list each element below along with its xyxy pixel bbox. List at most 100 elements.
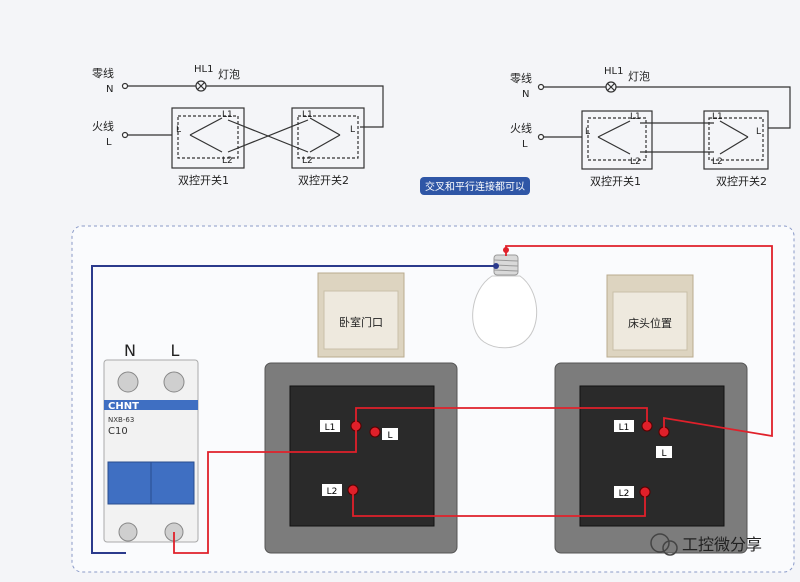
switch-plate-2-module [579, 385, 725, 527]
switch1-terminal-1: L1 [630, 112, 641, 122]
switch2-caption: 双控开关2 [298, 173, 349, 187]
live-label: 火线 [510, 121, 532, 135]
switch2-inner [297, 115, 359, 159]
switch-plate-1-terminal-1: L1 [325, 423, 336, 433]
wechat-icon [650, 533, 670, 553]
switch-plate-1-terminal-2: L2 [327, 487, 338, 497]
neutral-terminal [121, 82, 129, 90]
switch-plate-2-terminal-2: L2 [619, 489, 630, 499]
plate-label-2-inner [612, 291, 688, 351]
note-badge: 交叉和平行连接都可以 [420, 177, 530, 195]
live-terminal [537, 133, 545, 141]
lamp-neutral-terminal [493, 263, 499, 269]
switch1-terminal-2: L2 [630, 157, 641, 167]
switch2-terminal-1: L1 [302, 110, 313, 120]
switch2-box [291, 107, 365, 169]
switch-plate-1-tag-l2 [322, 484, 342, 496]
switch2-terminal-1: L1 [712, 112, 723, 122]
lamp-to-switch2-wire [616, 86, 791, 129]
switch2-terminal-2: L2 [302, 156, 313, 166]
switch1-caption: 双控开关1 [178, 173, 229, 187]
live-terminal [121, 131, 129, 139]
switch1-contact-lower [597, 136, 631, 155]
breaker-pole-n: N [124, 341, 136, 360]
schematic-right: 零线 N 火线 L HL1 灯泡 L L1 L2 双控开关1 L1 L2 L 双… [510, 66, 791, 188]
switch2-caption: 双控开关2 [716, 174, 767, 188]
switch2-contact-lower [719, 136, 749, 155]
switch-plate-2-tag-l [656, 446, 672, 458]
switch1-caption: 双控开关1 [590, 174, 641, 188]
lamp-to-switch2-wire [206, 85, 384, 128]
lamp-live-terminal [503, 247, 509, 253]
switch1-contact-lower [189, 134, 223, 153]
switch2-inner [708, 117, 764, 161]
bulb-thread-3 [493, 269, 519, 272]
switch-plate-2-tag-l2 [614, 486, 634, 498]
switch2-contact-lower [309, 134, 341, 153]
neutral-letter: N [522, 89, 529, 100]
lamp-id: HL1 [194, 64, 213, 75]
switch1-terminal-common: L [585, 127, 590, 137]
switch-plate-1-tag-l [382, 428, 398, 440]
lamp-cross-b [197, 82, 205, 90]
traveller-cross-b [227, 119, 309, 153]
wechat-icon-small [662, 540, 678, 556]
switch1-contact-upper [597, 120, 631, 138]
breaker-body [103, 359, 199, 543]
bulb-glass [472, 275, 538, 349]
switch-plate-1-tag-l1 [320, 420, 340, 432]
note-badge-text: 交叉和平行连接都可以 [425, 180, 525, 193]
switch2-contact-upper [309, 117, 341, 136]
switch2-terminal-common: L [350, 125, 355, 135]
switch-plate-1: L1 L L2 [264, 362, 458, 554]
switch-plate-2: L1 L L2 [554, 362, 748, 554]
plate-label-2: 床头位置 [606, 274, 694, 358]
switch1-box [581, 110, 653, 170]
switch1-inner [177, 115, 239, 159]
watermark: 工控微分享 [650, 533, 762, 556]
switch-plate-2-terminal-1: L1 [619, 423, 630, 433]
live-letter: L [106, 137, 112, 148]
switch-plate-2-tag-l1 [614, 420, 634, 432]
live-letter: L [522, 139, 528, 150]
neutral-letter: N [106, 84, 113, 95]
switch1-terminal-common: L [176, 125, 181, 135]
breaker-rating: C10 [108, 426, 128, 437]
breaker-pole-l: L [171, 341, 180, 360]
switch-plate-1-screw-l [369, 426, 381, 438]
switch1-terminal-1: L1 [222, 110, 233, 120]
light-bulb [472, 254, 538, 349]
switch-plate-1-module [289, 385, 435, 527]
plate-label-1-text: 卧室门口 [339, 315, 383, 329]
switch2-terminal-2: L2 [712, 157, 723, 167]
plate-label-1-inner [323, 290, 399, 350]
breaker-model: NXB-63 [108, 416, 134, 424]
plate-label-2-text: 床头位置 [628, 316, 672, 330]
switch1-box [171, 107, 245, 169]
breaker-bottom-screw-n [118, 522, 138, 542]
watermark-text: 工控微分享 [682, 535, 762, 554]
bulb-thread-1 [493, 259, 519, 262]
schematic-left: 零线 N 火线 L HL1 灯泡 L L1 L2 双控开关1 L1 L2 L 双… [92, 64, 384, 187]
breaker-top-screw-n [117, 371, 139, 393]
lamp-label: 灯泡 [628, 69, 650, 83]
breaker-brand: CHNT [108, 401, 139, 412]
neutral-terminal [537, 83, 545, 91]
note-badge-bg [420, 177, 530, 195]
switch1-terminal-2: L2 [222, 156, 233, 166]
live-wire-breaker-to-switch1 [173, 426, 357, 554]
breaker-top-screw-l [163, 371, 185, 393]
neutral-wire-physical [91, 265, 496, 554]
lamp-label: 灯泡 [218, 67, 240, 81]
switch2-contact-upper [719, 120, 749, 138]
switch1-inner [587, 117, 647, 161]
switch1-contact-upper [189, 117, 223, 136]
breaker-blue-band [104, 400, 198, 410]
plate-label-1: 卧室门口 [317, 272, 405, 358]
lamp-cross-b [607, 83, 615, 91]
switch2-terminal-common: L [756, 127, 761, 137]
traveller-wire-l1 [355, 407, 648, 426]
switch-plate-1-terminal-common: L [387, 431, 392, 441]
